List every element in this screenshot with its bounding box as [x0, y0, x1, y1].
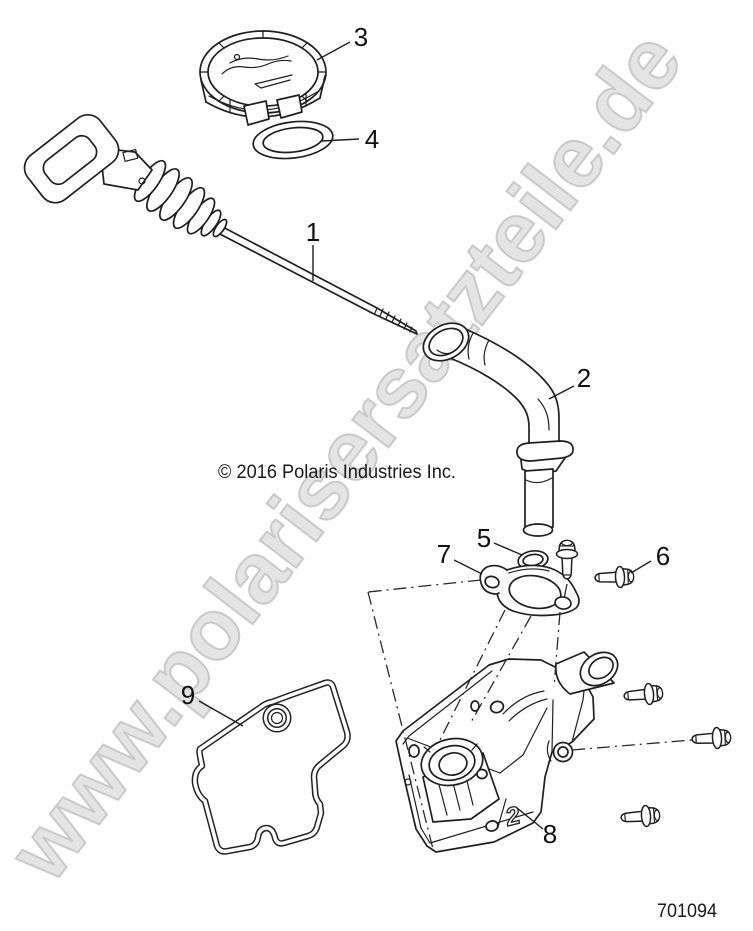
callout-5-leader — [493, 542, 523, 556]
callout-leader-lines — [198, 41, 652, 830]
cover-gasket-grommet — [262, 703, 292, 733]
cover-fill-boss — [420, 737, 484, 787]
cap-engraving — [221, 53, 293, 89]
callout-8-label: 8 — [543, 819, 557, 849]
callout-3-leader — [316, 41, 351, 61]
dipstick — [23, 113, 418, 335]
oil-fill-cap — [199, 30, 327, 126]
dipstick-handle — [23, 113, 120, 204]
cover-bolt-bottom — [619, 803, 662, 829]
callout-9-label: 9 — [181, 680, 195, 710]
cap-skirt — [200, 75, 326, 126]
tube-flange — [516, 440, 574, 474]
callout-8-leader — [516, 807, 544, 830]
tube-opening — [422, 322, 470, 362]
callout-9-leader — [198, 700, 244, 727]
callout-5-label: 5 — [477, 523, 491, 553]
phantom-alignment-lines — [367, 579, 693, 850]
oil-fill-tube — [422, 322, 574, 537]
cover-assembly: 2 — [395, 651, 619, 853]
cover-gasket — [191, 679, 351, 855]
callout-7-leader — [453, 559, 483, 575]
callout-1-label: 1 — [306, 217, 320, 247]
cap-o-ring — [252, 120, 334, 160]
callout-2-label: 2 — [577, 363, 591, 393]
copyright-text: © 2016 Polaris Industries Inc. — [218, 462, 456, 483]
cover-spout — [554, 651, 619, 695]
cover-right-hole — [546, 740, 574, 763]
tube-lower-cylinder — [522, 468, 554, 537]
dipstick-bellows — [133, 159, 228, 238]
callout-6-label: 6 — [656, 541, 670, 571]
callout-3-label: 3 — [354, 22, 368, 52]
part-number-text: 701094 — [657, 901, 717, 922]
dipstick-blade-hatching — [379, 308, 413, 333]
flange-bolt-horizontal — [593, 565, 635, 590]
callout-2-leader — [548, 385, 575, 400]
callout-4-label: 4 — [365, 124, 379, 154]
callout-7-label: 7 — [437, 539, 451, 569]
callout-4-leader — [321, 138, 360, 142]
cover-bolt-top — [622, 681, 665, 708]
cover-bolt-middle — [690, 726, 732, 751]
callout-6-leader — [630, 560, 652, 574]
flange-gasket — [479, 564, 580, 617]
